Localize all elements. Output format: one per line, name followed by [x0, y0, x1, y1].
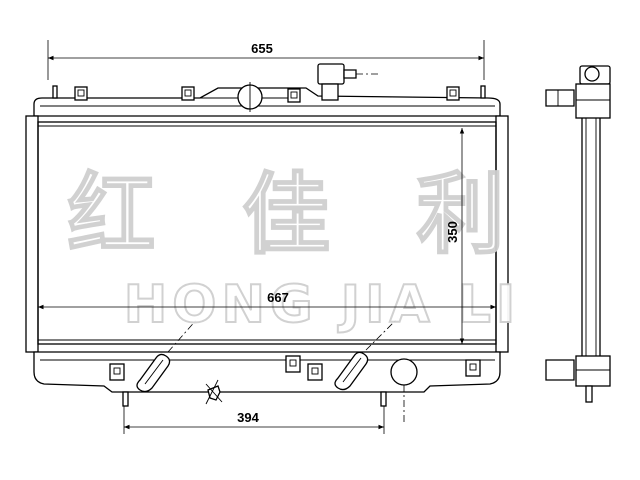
bottom-mounting-pins — [122, 391, 387, 407]
watermark: 红 佳 利 HONG JIA LI — [66, 162, 532, 336]
watermark-latin: HONG JIA LI — [124, 275, 521, 335]
dimension-pipe-spacing-label: 394 — [237, 410, 259, 425]
top-brackets — [74, 86, 460, 103]
bottom-brackets — [109, 355, 481, 381]
dimension-core-width: 667 — [38, 290, 496, 310]
radiator-core — [37, 121, 497, 345]
dimension-top-width: 655 — [47, 40, 485, 80]
drain-cock — [205, 379, 223, 405]
filler-neck — [237, 82, 263, 112]
radiator-side-view — [545, 65, 611, 403]
dimension-pipe-spacing: 394 — [123, 406, 385, 434]
top-sensor — [317, 63, 378, 101]
left-side-member — [25, 115, 39, 353]
top-mounting-pins — [52, 85, 486, 99]
dimension-top-width-label: 655 — [251, 41, 273, 56]
watermark-chinese: 红 佳 利 — [67, 163, 532, 266]
bottom-tank — [33, 351, 501, 393]
top-tank — [33, 87, 501, 117]
drain-outlet — [390, 358, 418, 425]
dimension-core-height-label: 350 — [445, 221, 460, 243]
left-cooler-pipe — [136, 317, 199, 393]
dimension-core-width-label: 667 — [267, 290, 289, 305]
radiator-front-view — [25, 63, 509, 425]
right-cooler-pipe — [334, 317, 399, 391]
